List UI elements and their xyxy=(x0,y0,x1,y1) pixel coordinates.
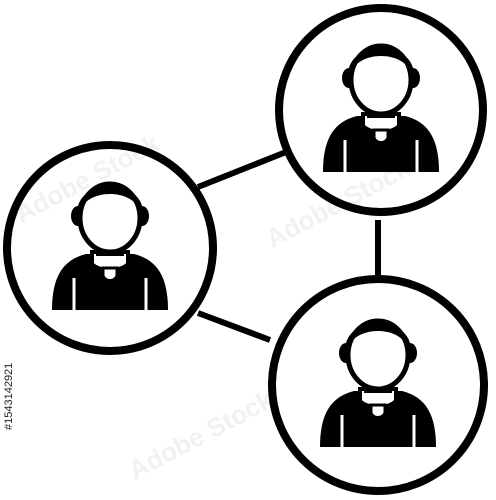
person-node-left xyxy=(3,141,217,355)
connector-left-to-bottom-right xyxy=(196,310,272,343)
person-node-bottom-right xyxy=(268,275,488,495)
person-node-top-right xyxy=(275,4,487,216)
connector-left-to-top-right xyxy=(196,149,288,190)
